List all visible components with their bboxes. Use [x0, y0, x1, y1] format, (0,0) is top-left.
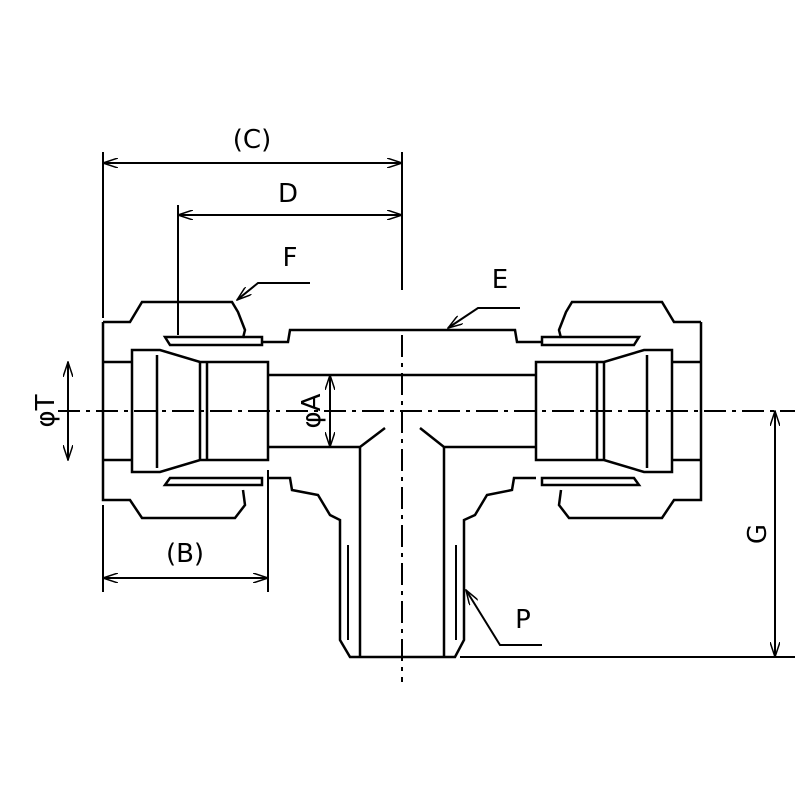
label-f: F [283, 243, 298, 273]
label-c: (C) [233, 125, 271, 155]
right-nut [534, 300, 703, 520]
label-e: E [492, 265, 508, 295]
label-b: (B) [166, 539, 204, 569]
label-phi-a: φA [297, 393, 327, 428]
leader-p [466, 590, 542, 646]
label-g: G [743, 524, 773, 544]
leader-e [448, 307, 520, 328]
extension-lines [102, 152, 795, 658]
tee-body [262, 328, 542, 659]
label-phi-t: φT [31, 394, 61, 427]
label-p: P [515, 605, 531, 635]
leader-f [237, 282, 310, 300]
left-nut [101, 300, 270, 520]
label-d: D [278, 179, 298, 209]
